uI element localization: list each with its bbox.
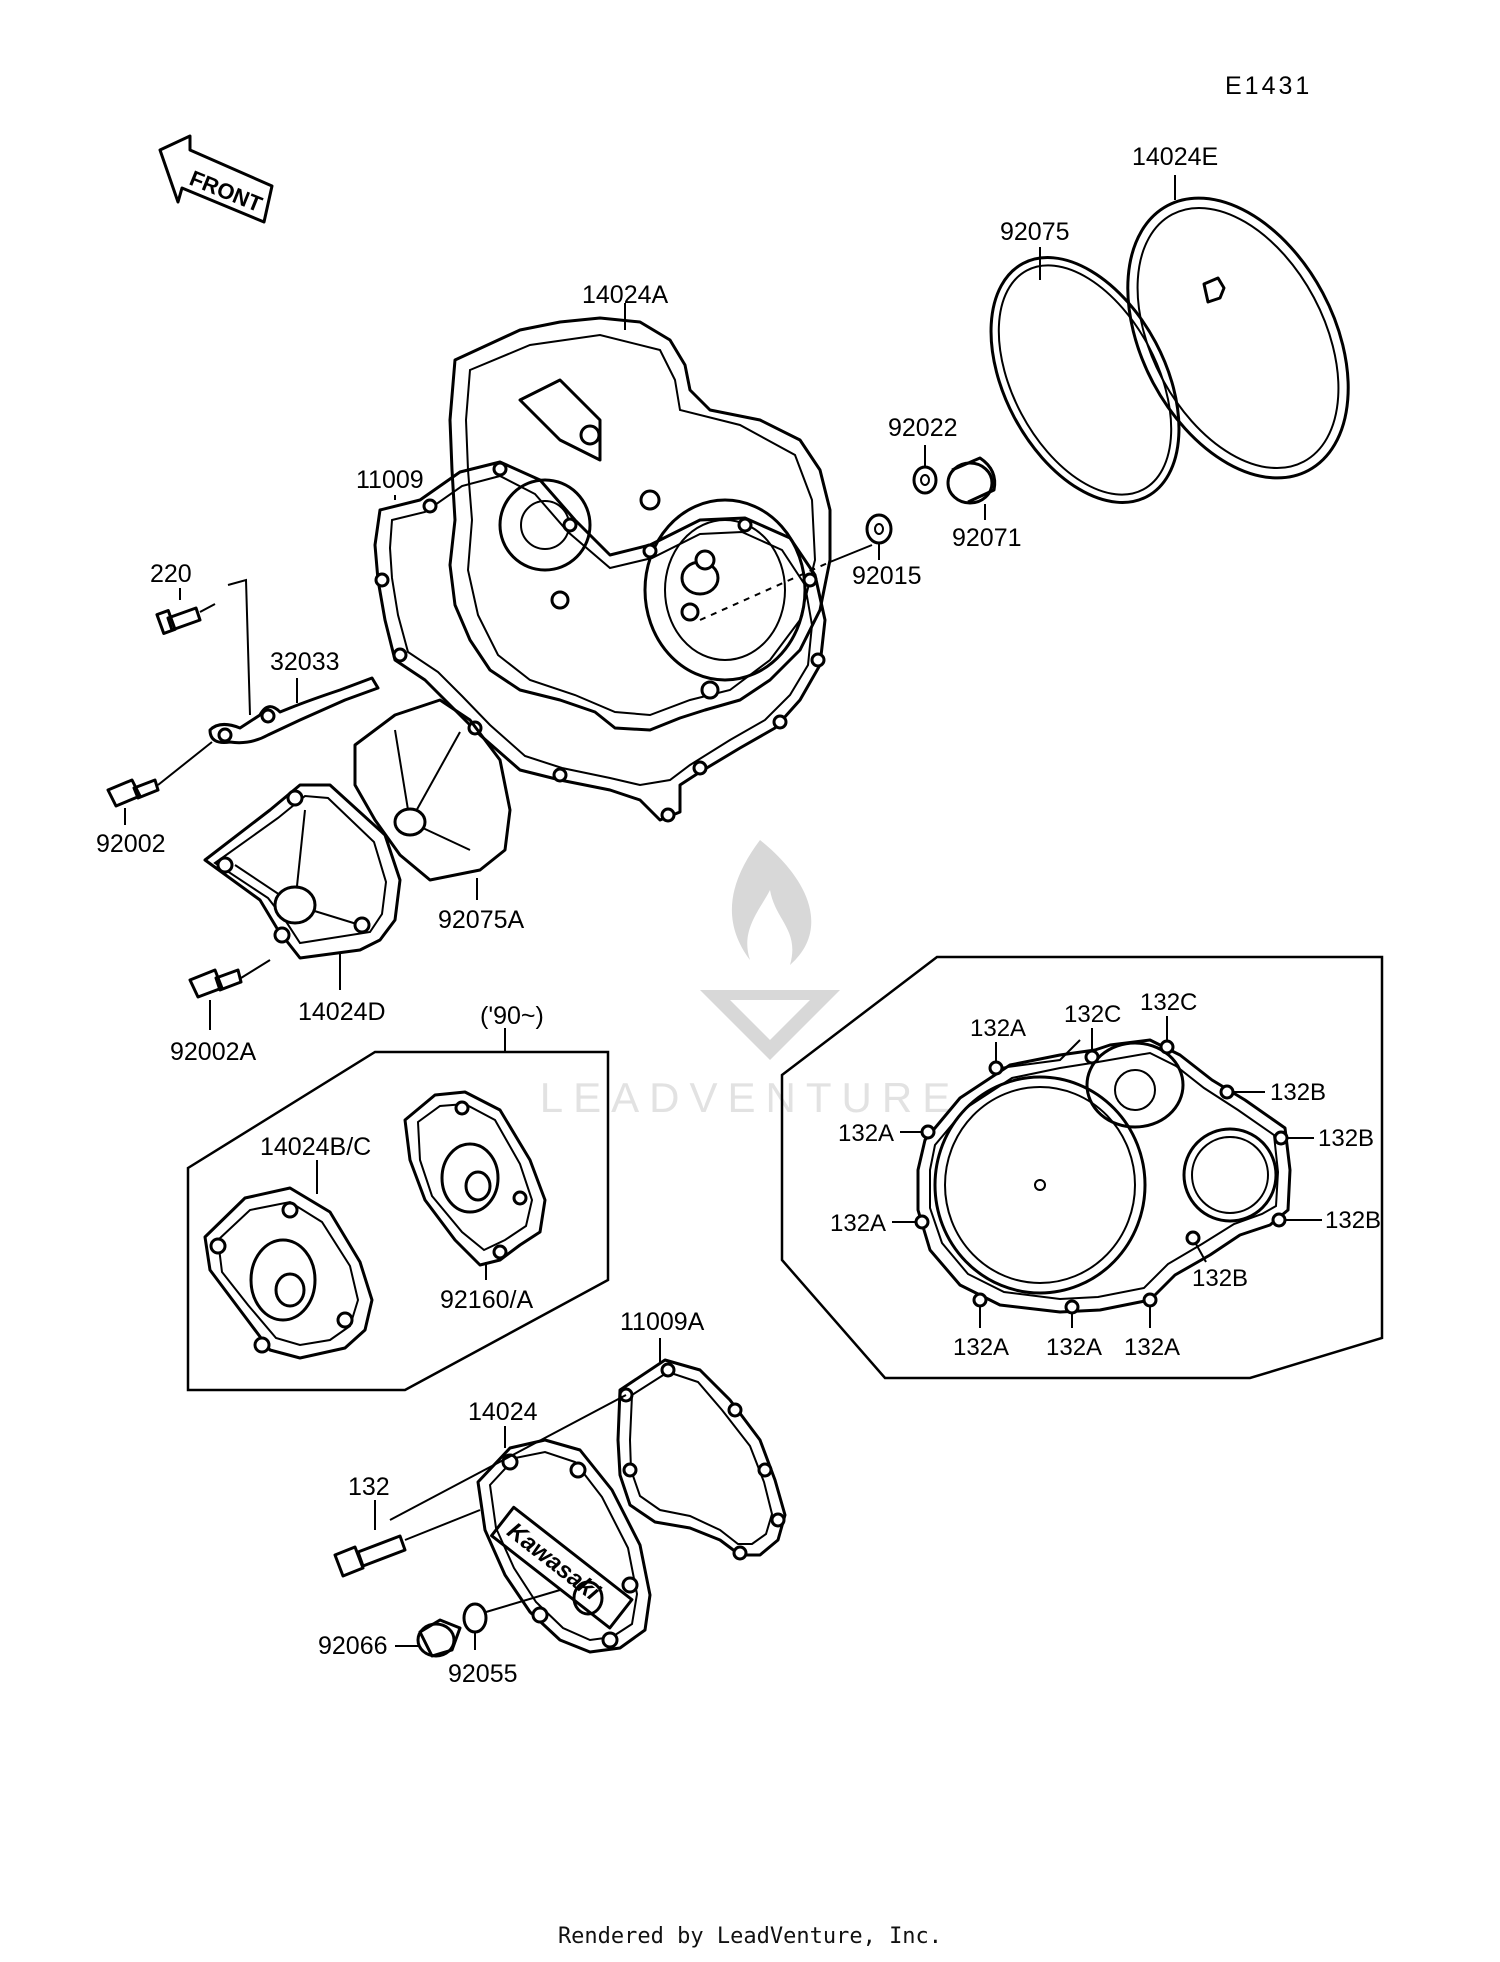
part-11009: 11009 [356, 460, 827, 823]
part-92002A: 92002A [170, 959, 271, 1066]
callout-132C-left: 132C [1064, 1001, 1121, 1028]
part-92075A: 92075A [353, 698, 525, 934]
callout-132C-right: 132C [1140, 989, 1197, 1016]
bolt-132B-lower [1185, 1230, 1201, 1246]
callout-92015: 92015 [852, 562, 922, 590]
part-92055: 92055 [448, 1589, 561, 1688]
callout-14024A: 14024A [582, 281, 669, 309]
part-14024E: 14024E [1126, 143, 1350, 480]
bolt-132C-left [1084, 1049, 1100, 1065]
part-14024BC: 14024B/C [203, 1133, 374, 1360]
callout-11009: 11009 [356, 466, 424, 494]
part-14024: Kawasaki 14024 [468, 1398, 652, 1654]
callout-92071: 92071 [952, 524, 1022, 552]
part-92071: 92071 [946, 456, 1022, 552]
callout-132: 132 [348, 1473, 390, 1501]
callout-132B-right1: 132B [1318, 1125, 1374, 1152]
part-92066: 92066 [318, 1618, 462, 1660]
front-arrow-icon: FRONT [158, 134, 274, 224]
callout-92055: 92055 [448, 1660, 518, 1688]
bolt-markers [914, 1039, 1289, 1315]
callout-132A-top: 132A [970, 1015, 1026, 1042]
callout-132A-left2: 132A [830, 1210, 886, 1237]
callout-132B-upper: 132B [1270, 1079, 1326, 1106]
callout-132B-lower: 132B [1192, 1265, 1248, 1292]
callout-92002: 92002 [96, 830, 166, 858]
part-14024D: 14024D [203, 783, 402, 1026]
bolt-132A-left2 [914, 1214, 930, 1230]
bolt-132B-upper [1219, 1084, 1235, 1100]
callout-132A-bottom1: 132A [953, 1334, 1009, 1361]
part-92022: 92022 [888, 414, 958, 495]
callout-14024: 14024 [468, 1398, 538, 1426]
diagram-code: E1431 [1225, 72, 1312, 100]
callout-92066: 92066 [318, 1632, 388, 1660]
callout-14024E: 14024E [1132, 143, 1218, 171]
callout-132A-bottom3: 132A [1124, 1334, 1180, 1361]
callout-132B-right2: 132B [1325, 1207, 1381, 1234]
leader-14024-gasket [389, 1394, 627, 1521]
callout-32033: 32033 [270, 648, 340, 676]
part-11009A: 11009A [616, 1308, 787, 1561]
part-14024A: 14024A [448, 281, 832, 732]
bolt-132C-right [1159, 1039, 1175, 1055]
front-label: FRONT [186, 165, 266, 217]
bolt-132B-right2 [1271, 1212, 1287, 1228]
part-92015: 92015 [852, 513, 922, 590]
bolt-132A-bottom2 [1064, 1299, 1080, 1315]
watermark-text: LEADVENTURE [540, 1074, 960, 1121]
callout-92002A: 92002A [170, 1038, 257, 1066]
callout-11009A: 11009A [620, 1308, 705, 1336]
part-92160A: 92160/A [403, 1090, 547, 1314]
bolt-callouts: 132A 132C 132C 132B 132B 132B 132B 132A … [830, 989, 1381, 1361]
callout-92160A: 92160/A [440, 1286, 533, 1314]
bolt-132A-bottom1 [972, 1292, 988, 1308]
part-132: 132 [333, 1473, 481, 1578]
callout-132A-left1: 132A [838, 1120, 894, 1147]
callout-14024BC: 14024B/C [260, 1133, 371, 1161]
callout-92022: 92022 [888, 414, 958, 442]
part-220: 220 [150, 560, 216, 635]
footer-credit: Rendered by LeadVenture, Inc. [557, 1924, 943, 1949]
bolt-132A-top [988, 1060, 1004, 1076]
callout-92075A: 92075A [438, 906, 525, 934]
callout-220: 220 [150, 560, 192, 588]
callout-132A-bottom2: 132A [1046, 1334, 1102, 1361]
callout-14024D: 14024D [298, 998, 386, 1026]
bolt-132A-left1 [920, 1124, 936, 1140]
inset-frame-bolt-positions [780, 955, 1384, 1380]
leadventure-watermark: LEADVENTURE [540, 840, 960, 1121]
part-92002: 92002 [96, 741, 213, 858]
part-92075: 92075 [989, 218, 1181, 504]
part-32033: 32033 [208, 578, 380, 745]
bolt-132B-right1 [1273, 1130, 1289, 1146]
inset-frame-90 [186, 1050, 610, 1392]
callout-90-note: ('90~) [480, 1002, 544, 1030]
bolt-132A-bottom3 [1142, 1292, 1158, 1308]
callout-92075: 92075 [1000, 218, 1070, 246]
